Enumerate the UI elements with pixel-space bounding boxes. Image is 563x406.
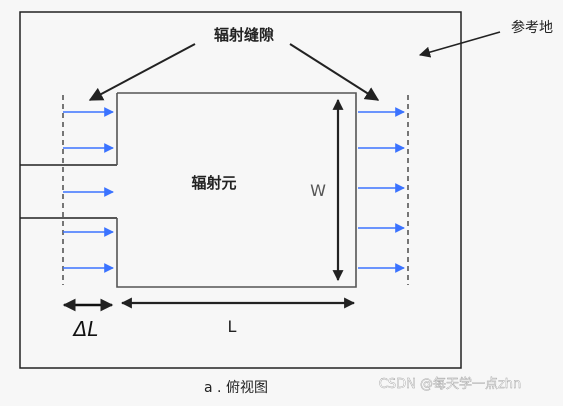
right-field-arrows [358,107,405,273]
radiating-patch-outline [116,92,357,288]
slot-callout-arrow-left [88,43,196,101]
feed-line [20,164,117,219]
ground-callout-arrow [418,31,501,58]
left-field-arrows [63,107,114,273]
delta-l-label: ΔL [72,317,99,341]
reference-ground-label: 参考地 [511,19,553,36]
width-label: W [310,181,326,200]
length-label: L [228,317,237,336]
figure-caption: a . 俯视图 [204,380,268,396]
radiation-slot-label: 辐射缝隙 [214,26,274,44]
watermark-text: CSDN @每天学一点zhn [379,376,522,392]
ground-plane-outline [19,11,462,369]
slot-callout-arrow-right [289,43,380,101]
radiating-element-label: 辐射元 [191,174,236,192]
